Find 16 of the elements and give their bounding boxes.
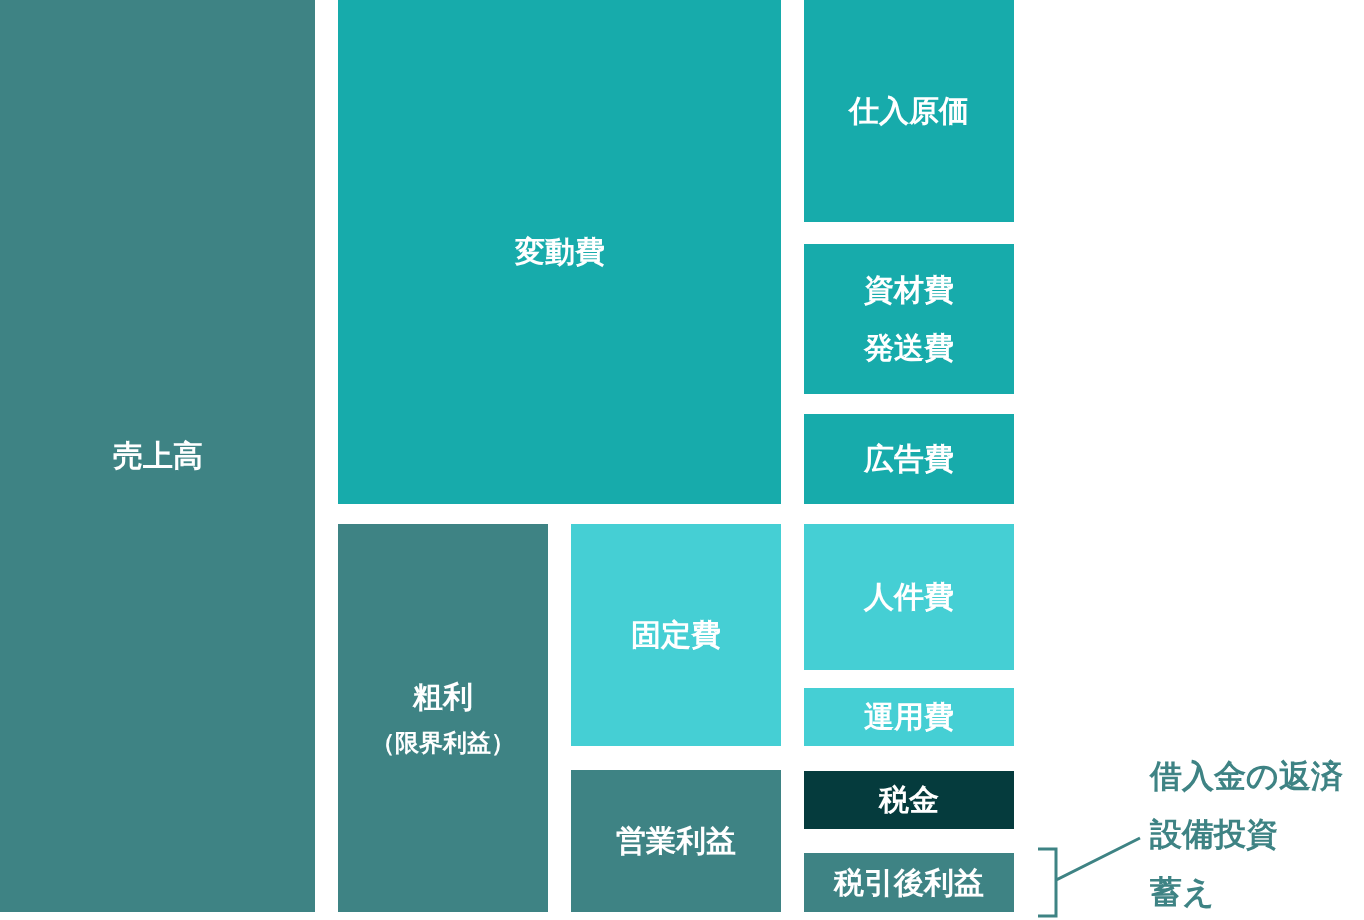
profit-block: 税引後利益 bbox=[804, 853, 1014, 912]
bracket-leader-line bbox=[1036, 836, 1142, 918]
cost-block: 変動費 bbox=[338, 0, 781, 504]
cost-block: 人件費 bbox=[804, 524, 1014, 670]
cost-block: 広告費 bbox=[804, 414, 1014, 504]
cost-block: 資材費 発送費 bbox=[804, 244, 1014, 394]
note-text: 借入金の返済 bbox=[1150, 760, 1343, 792]
note-text: 設備投資 bbox=[1150, 818, 1279, 850]
tax-block: 税金 bbox=[804, 771, 1014, 829]
cost-block: 運用費 bbox=[804, 688, 1014, 746]
sales-bar: 売上高 bbox=[0, 0, 315, 912]
note-text: 蓄え bbox=[1150, 876, 1216, 908]
cost-block: 仕入原価 bbox=[804, 0, 1014, 222]
profit-block: 粗利 （限界利益） bbox=[338, 524, 548, 912]
profit-block: 営業利益 bbox=[571, 770, 781, 912]
cost-block: 固定費 bbox=[571, 524, 781, 746]
